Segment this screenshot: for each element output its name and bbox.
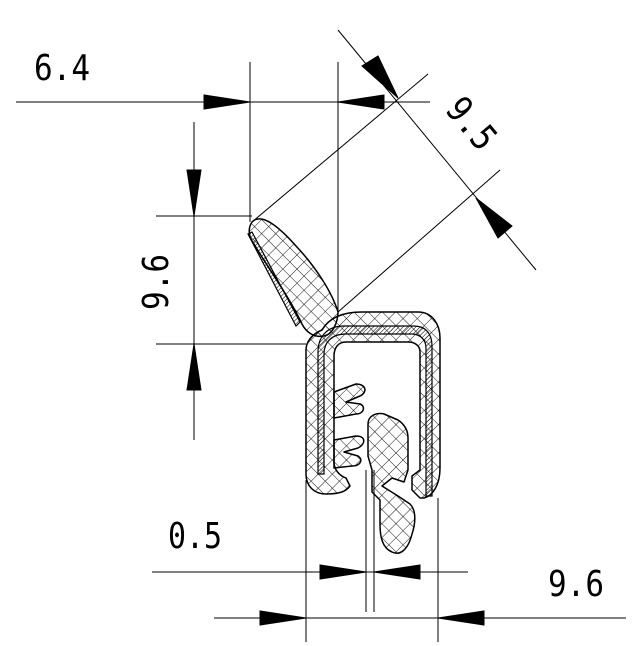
fin-lower [333,435,365,469]
label-0-5: 0.5 [168,516,222,557]
label-9-6-horizontal: 9.6 [548,564,604,605]
arrow-9-6-bottom-left [259,610,307,626]
arrow-0-5-left [319,564,367,580]
fin-upper [333,383,366,419]
inner-tongue [367,412,416,554]
label-9-5: 9.5 [437,89,504,158]
arrow-9-6-bottom [186,343,202,391]
metal-core [247,231,433,497]
arrow-9-6-top [186,169,202,217]
label-9-6-vertical: 9.6 [136,254,177,310]
arrow-9-5-top [361,55,399,99]
core-carrier [317,325,433,497]
seal-body [248,218,441,554]
arrowheads [186,55,513,626]
label-6-4: 6.4 [34,48,90,89]
arrow-6-4-left [203,94,251,110]
arrow-9-5-bottom [475,197,513,239]
lip-strip [247,231,301,328]
arrow-0-5-right [373,564,421,580]
slot-lines [365,470,375,612]
arrow-9-6-bottom-right [437,610,485,626]
arrow-6-4-right [337,94,385,110]
